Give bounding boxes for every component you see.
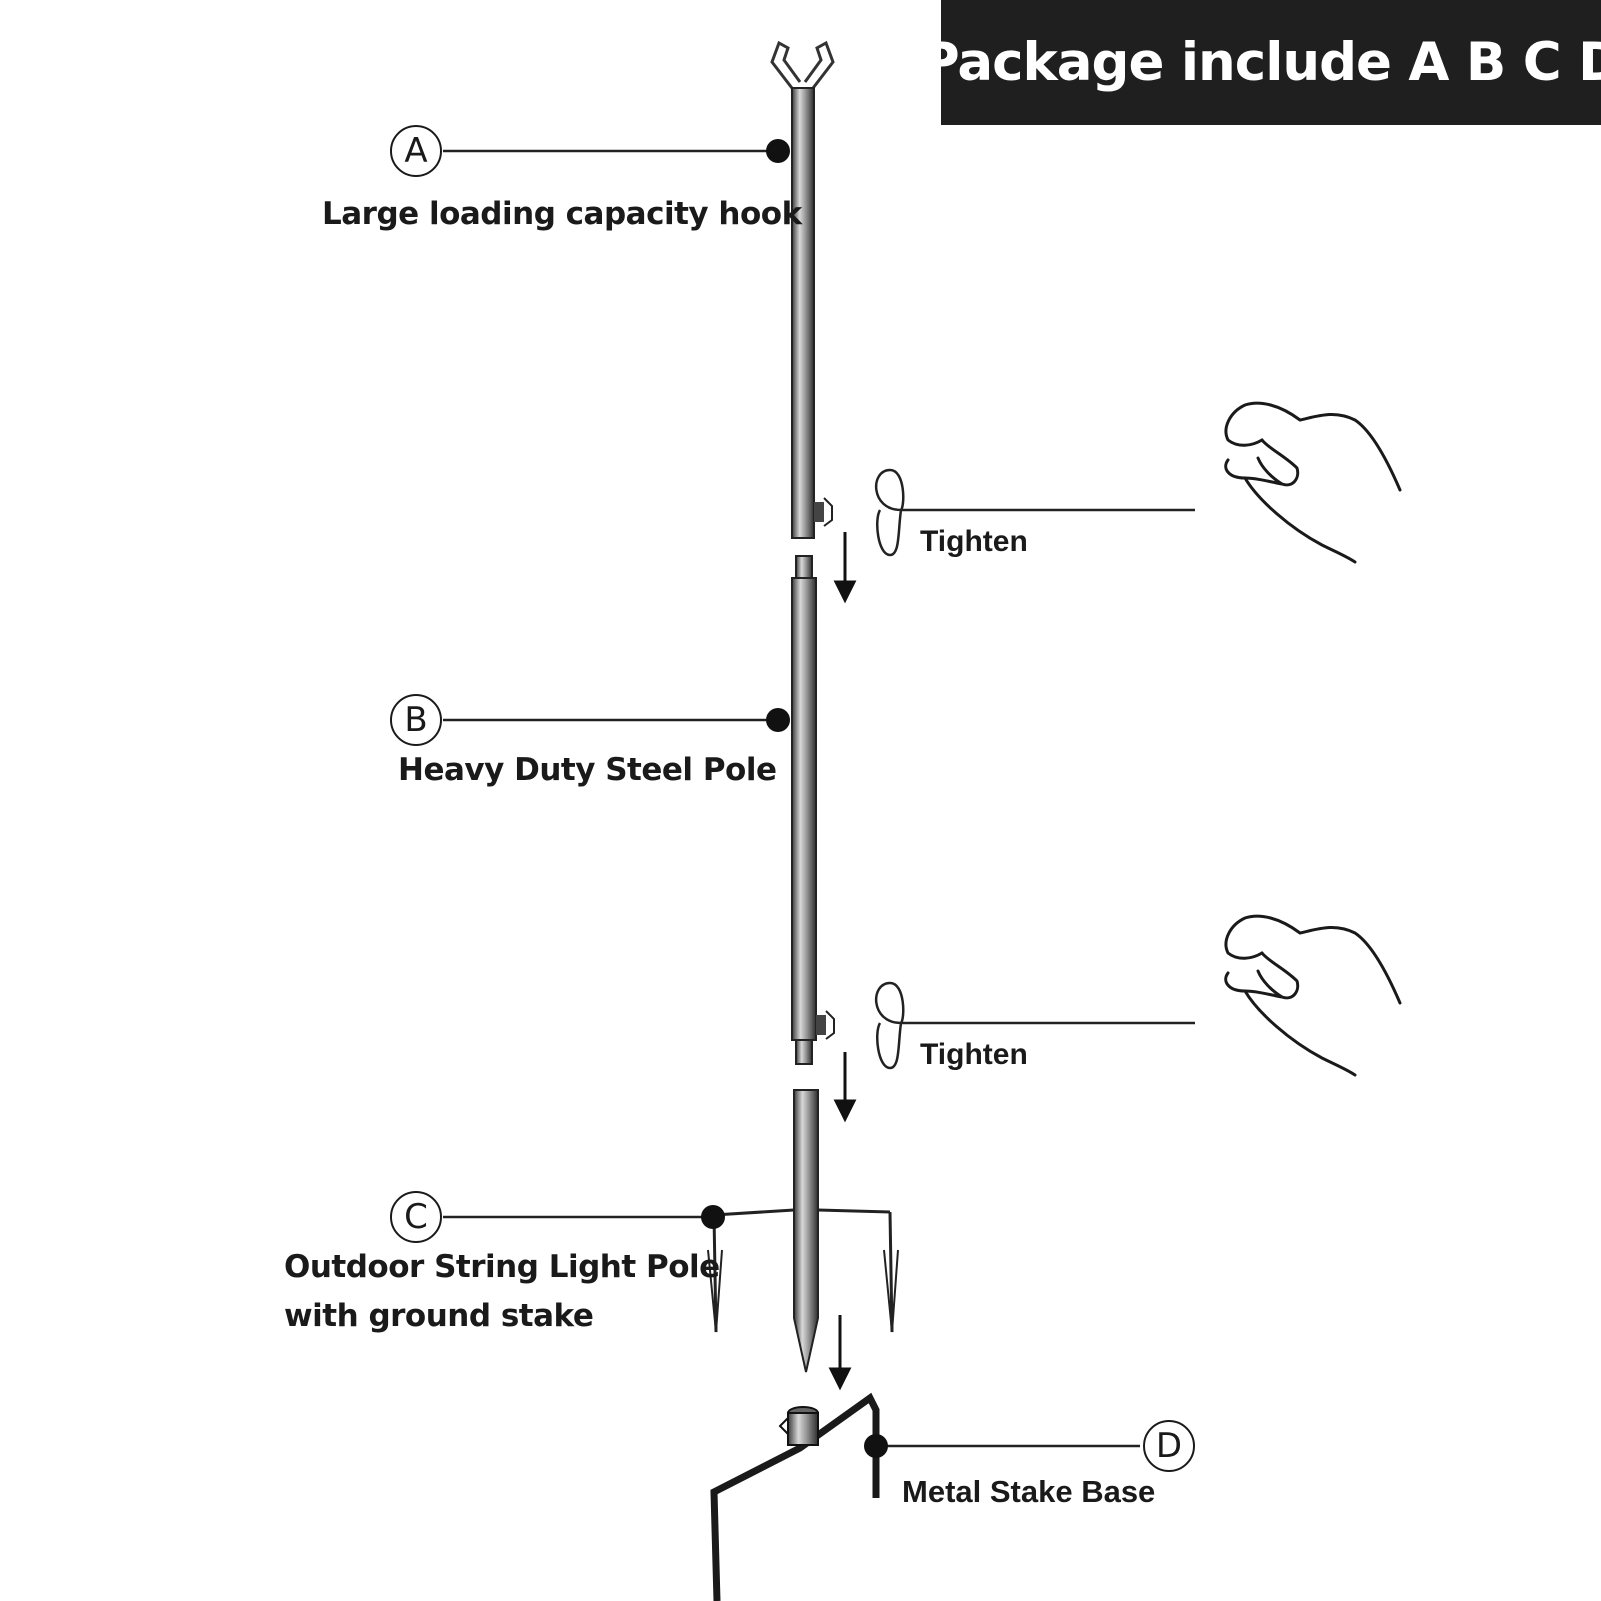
pole-connector-b — [795, 555, 813, 579]
package-banner: Package include A B C D — [921, 0, 1601, 125]
part-label-c-line1: Outdoor String Light Pole — [284, 1249, 720, 1285]
tighten-callout-2 — [875, 981, 1195, 1070]
arrow-down-icon — [828, 1315, 852, 1391]
hand-icon — [1224, 401, 1402, 564]
part-label-a: Large loading capacity hook — [322, 196, 802, 232]
tighten-callout-1 — [875, 468, 1195, 557]
pole-section-b — [791, 577, 817, 1041]
part-letter-b: B — [390, 694, 442, 746]
hook-top — [770, 40, 835, 93]
part-letter-d: D — [1143, 1420, 1195, 1472]
pole-section-a — [791, 87, 815, 539]
arrow-down-icon — [833, 1052, 857, 1123]
part-letter-a: A — [390, 125, 442, 177]
arrow-down-icon — [833, 532, 857, 604]
part-label-d: Metal Stake Base — [902, 1474, 1156, 1509]
leader-lines — [443, 149, 1140, 1448]
metal-stake-base — [710, 1392, 880, 1601]
tighten-knob-2 — [816, 1010, 835, 1040]
tighten-knob-1 — [814, 497, 833, 527]
ground-stake-wings — [707, 1208, 899, 1333]
part-letter-c: C — [390, 1191, 442, 1243]
pole-connector-b-bottom — [795, 1039, 813, 1065]
tighten-label-2: Tighten — [920, 1038, 1028, 1071]
part-label-c-line2: with ground stake — [284, 1298, 594, 1334]
tighten-label-1: Tighten — [920, 525, 1028, 558]
pole-section-c — [793, 1089, 819, 1373]
part-label-b: Heavy Duty Steel Pole — [398, 752, 777, 788]
leader-dots — [701, 139, 888, 1458]
hand-icon — [1224, 914, 1402, 1077]
